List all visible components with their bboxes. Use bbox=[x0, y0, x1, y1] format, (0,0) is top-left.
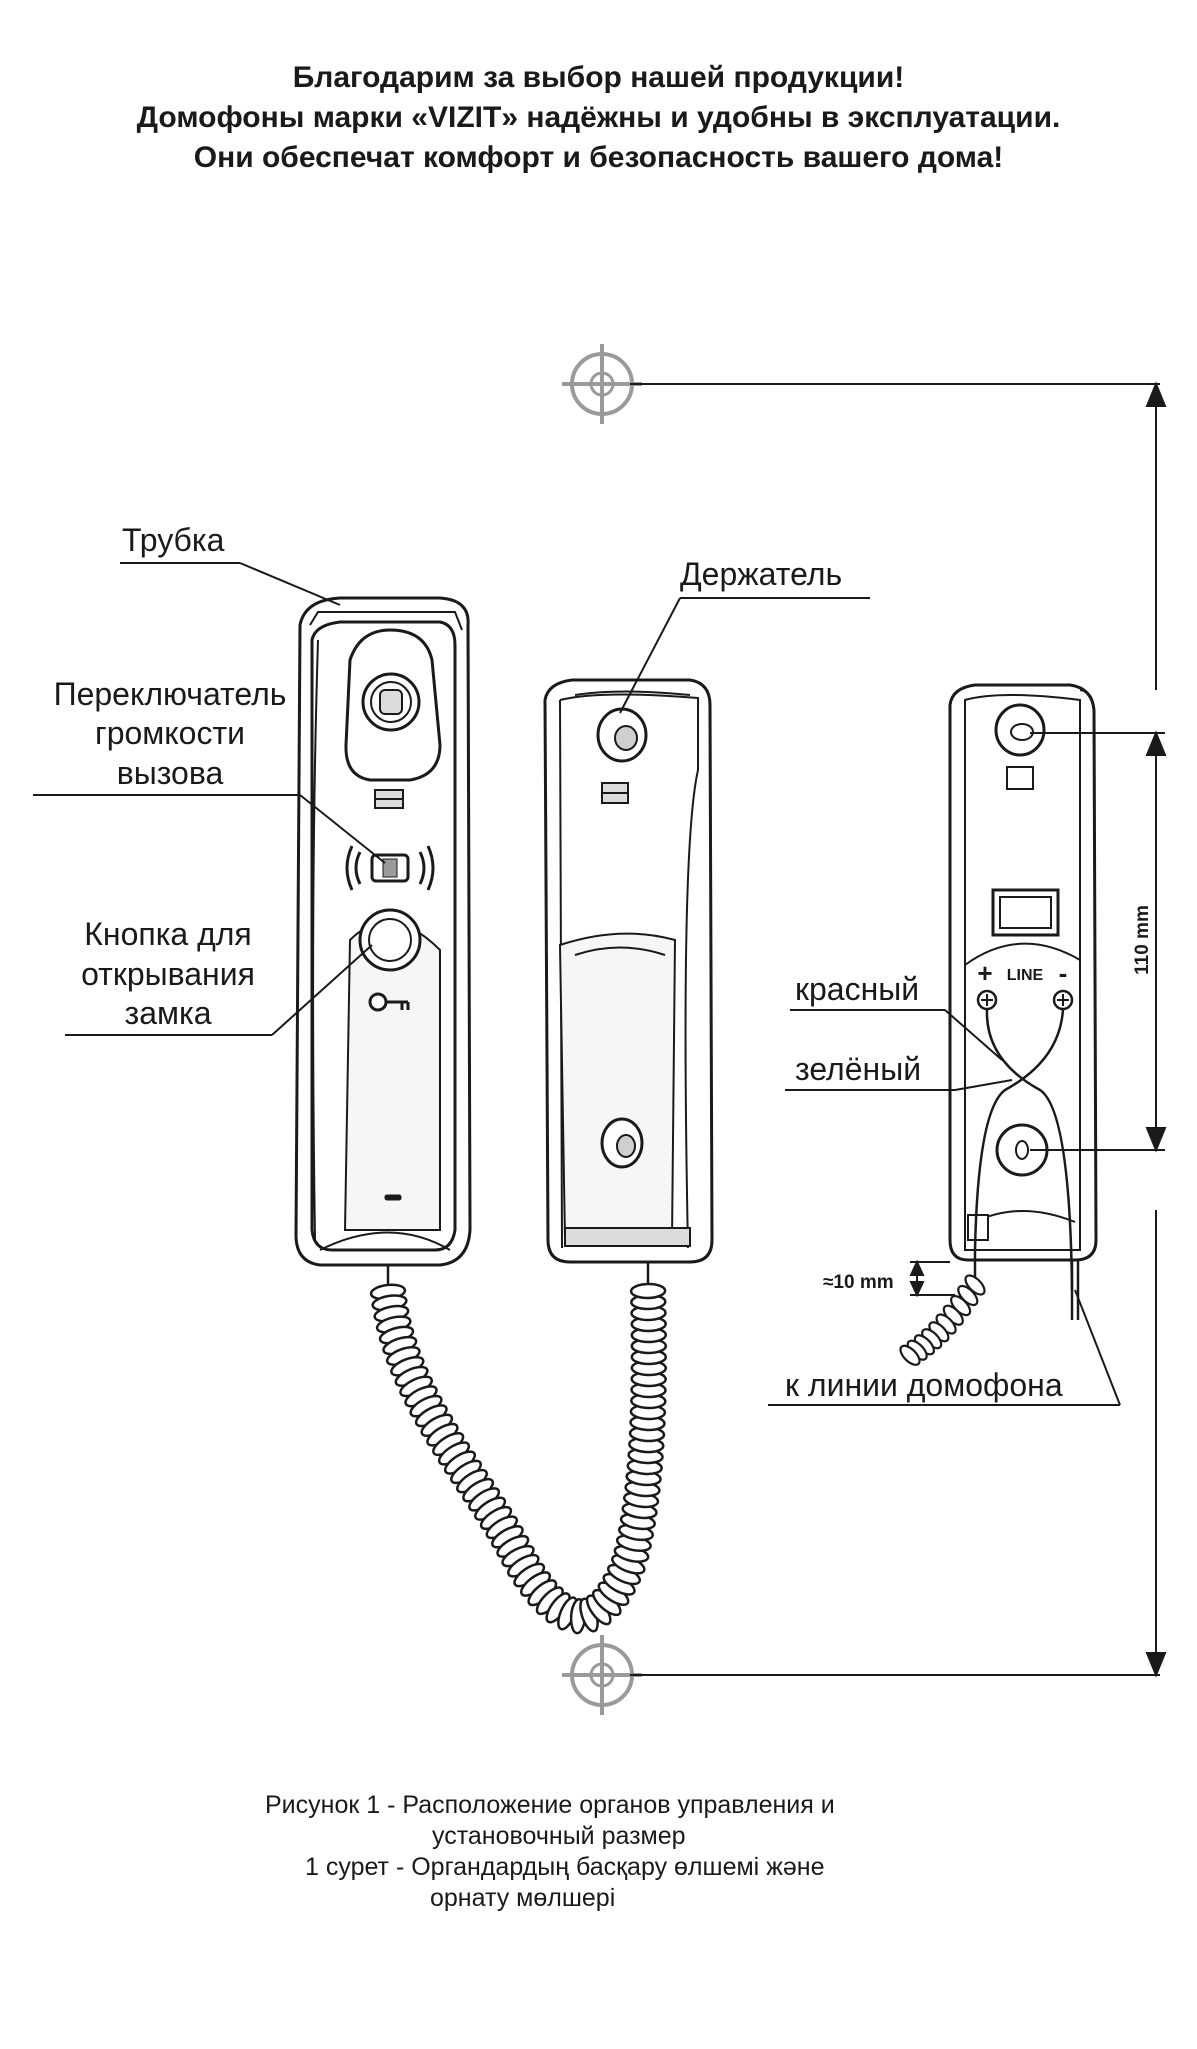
minus-sign: - bbox=[1059, 958, 1068, 988]
handset bbox=[294, 596, 472, 1267]
holder bbox=[543, 678, 714, 1264]
label-button-line1: Кнопка для bbox=[84, 916, 252, 952]
label-volume-line1: Переключатель bbox=[54, 676, 287, 712]
bottom-mount-crosshair-icon bbox=[562, 1635, 642, 1715]
screw-right-icon bbox=[1052, 989, 1074, 1011]
leader-lines bbox=[33, 562, 1121, 1406]
caption-line-1: Рисунок 1 - Расположение органов управле… bbox=[265, 1791, 835, 1819]
label-red-wire: красный bbox=[795, 971, 919, 1007]
cord-loop bbox=[629, 1282, 667, 1300]
label-green-wire: зелёный bbox=[795, 1051, 921, 1087]
screw-left-icon bbox=[976, 989, 998, 1011]
key-icon bbox=[368, 992, 410, 1012]
label-button-line3: замка bbox=[125, 995, 212, 1031]
header-line-1: Благодарим за выбор нашей продукции! bbox=[292, 61, 905, 94]
label-volume-line3: вызова bbox=[117, 755, 224, 791]
label-line-connection: к линии домофона bbox=[785, 1367, 1063, 1403]
rear-coiled-cord bbox=[899, 1274, 986, 1366]
label-volume-line2: громкости bbox=[95, 715, 245, 751]
plus-sign: + bbox=[977, 958, 992, 988]
dimension-10mm bbox=[909, 1259, 955, 1298]
label-handset: Трубка bbox=[122, 522, 225, 558]
top-mount-crosshair-icon bbox=[562, 344, 642, 424]
label-holder: Держатель bbox=[680, 556, 842, 592]
rear-cord-loop bbox=[899, 1344, 921, 1366]
dimension-10mm-label: ≈10 mm bbox=[823, 1272, 894, 1293]
header-line-2: Домофоны марки «VIZIT» надёжны и удобны … bbox=[136, 101, 1061, 134]
wires bbox=[973, 1008, 1080, 1320]
label-button-line2: открывания bbox=[81, 956, 255, 992]
line-marking: LINE bbox=[1007, 967, 1044, 984]
rear-view bbox=[948, 683, 1098, 1262]
header-line-3: Они обеспечат комфорт и безопасность ваш… bbox=[193, 141, 1004, 174]
dimension-110mm bbox=[1030, 730, 1167, 1153]
caption-line-4: орнату мөлшері bbox=[430, 1884, 616, 1912]
page-header: Благодарим за выбор нашей продукции! Дом… bbox=[0, 58, 1197, 178]
coiled-cord-loops bbox=[369, 1282, 668, 1635]
caption-line-2: установочный размер bbox=[432, 1822, 686, 1850]
dimension-110mm-label: 110 mm bbox=[1132, 905, 1153, 975]
mounting-distance-dimension bbox=[630, 381, 1167, 1678]
caption-line-3: 1 сурет - Органдардың басқару өлшемі жән… bbox=[305, 1853, 825, 1881]
